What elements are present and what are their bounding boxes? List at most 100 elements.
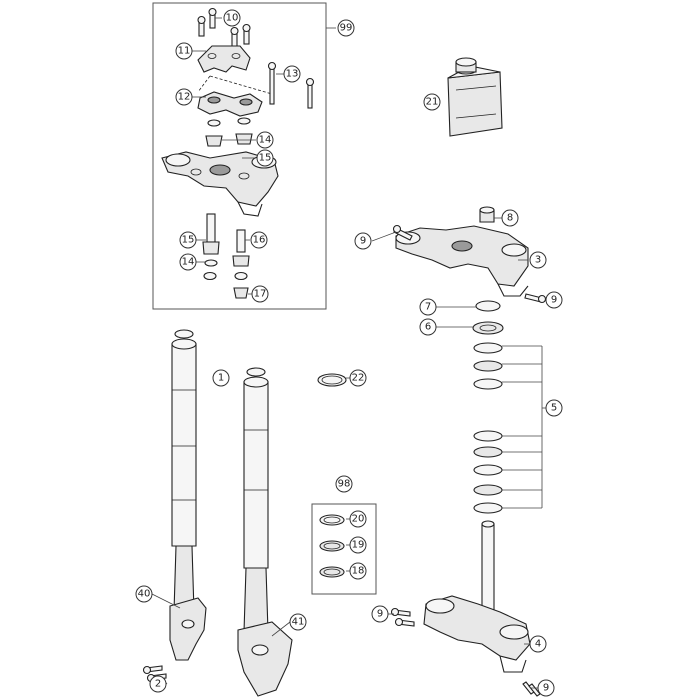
damper-14-right (235, 133, 253, 145)
callout-number: 18 (352, 566, 365, 577)
callout-number: 98 (338, 479, 351, 490)
damper-14-left (205, 135, 223, 147)
callout-number: 12 (178, 92, 191, 103)
callout-bubble (212, 369, 230, 387)
callout-98: 98 (335, 475, 353, 493)
callout-bubble (335, 475, 353, 493)
kit-98-frame (311, 503, 377, 595)
callout-bubble (349, 510, 367, 528)
callout-number: 10 (226, 13, 239, 24)
washer-lower-right (234, 271, 248, 281)
callout-6: 6 (419, 318, 437, 336)
fork-leg-left (169, 329, 207, 661)
callout-41: 41 (289, 613, 307, 631)
callout-bubble (179, 253, 197, 271)
callout-8: 8 (501, 209, 519, 227)
callout-11: 11 (175, 42, 193, 60)
bolt-13-set (267, 61, 315, 109)
callout-bubble (529, 251, 547, 269)
callout-bubble (223, 9, 241, 27)
seal-20 (319, 514, 345, 526)
callout-number: 7 (425, 302, 431, 313)
callout-number: 5 (551, 403, 557, 414)
callout-number: 14 (182, 257, 195, 268)
callout-number: 13 (286, 69, 299, 80)
callout-20: 20 (349, 510, 367, 528)
handlebar-riser-12 (197, 91, 263, 117)
callout-number: 15 (259, 153, 272, 164)
callout-bubble (537, 679, 555, 697)
callout-number: 8 (507, 213, 513, 224)
leader-lines (151, 17, 548, 689)
washer-6 (472, 321, 504, 335)
callout-9: 9 (537, 679, 555, 697)
callout-bubble (349, 536, 367, 554)
washer-upper-right (237, 117, 251, 125)
callout-bubble (354, 232, 372, 250)
washer-14-lower (204, 259, 218, 267)
bolt-9-upper-right (524, 293, 547, 304)
callout-bubble (175, 42, 193, 60)
callout-number: 16 (253, 235, 266, 246)
callout-number: 41 (292, 617, 305, 628)
callout-bubble (371, 605, 389, 623)
callout-21: 21 (423, 93, 441, 111)
callout-bubble (529, 635, 547, 653)
callout-4: 4 (529, 635, 547, 653)
callout-bubble (423, 93, 441, 111)
callout-number: 40 (138, 589, 151, 600)
callout-12: 12 (175, 88, 193, 106)
nut-17 (233, 287, 249, 299)
callout-number: 20 (352, 514, 365, 525)
kit-99-frame (152, 2, 327, 310)
callout-2: 2 (149, 675, 167, 693)
callout-number: 9 (360, 236, 366, 247)
callout-bubble (149, 675, 167, 693)
callout-14: 14 (179, 253, 197, 271)
callout-bubble (256, 149, 274, 167)
callout-bubble (419, 298, 437, 316)
fork-leg-right (237, 367, 293, 697)
callout-number: 21 (426, 97, 439, 108)
callout-13: 13 (283, 65, 301, 83)
callout-3: 3 (529, 251, 547, 269)
callout-number: 2 (155, 679, 161, 690)
nut-lower-left (203, 271, 217, 281)
nut-7 (475, 300, 501, 312)
callout-bubble (283, 65, 301, 83)
callout-number: 3 (535, 255, 541, 266)
callout-9: 9 (354, 232, 372, 250)
callout-number: 1 (218, 373, 224, 384)
damper-lower-right (232, 255, 250, 267)
callout-number: 11 (178, 46, 191, 57)
callout-number: 6 (425, 322, 431, 333)
callout-bubble (135, 585, 153, 603)
callout-17: 17 (251, 285, 269, 303)
callout-bubble (256, 131, 274, 149)
callout-number: 15 (182, 235, 195, 246)
callout-number: 22 (352, 373, 365, 384)
callout-bubble (250, 231, 268, 249)
pin-16 (236, 229, 246, 253)
bolt-10-set (197, 7, 251, 48)
pin-left (206, 213, 216, 243)
callout-number: 9 (377, 609, 383, 620)
callout-bubble (179, 231, 197, 249)
callout-bubble (349, 562, 367, 580)
callout-bubble (545, 291, 563, 309)
bolt-9-lower-left (390, 607, 415, 627)
callout-99: 99 (337, 19, 355, 37)
washer-upper-left (207, 119, 221, 127)
oil-bottle-21 (447, 57, 503, 137)
callout-number: 19 (352, 540, 365, 551)
callout-bubble (289, 613, 307, 631)
callout-number: 4 (535, 639, 541, 650)
callout-bubble (419, 318, 437, 336)
callout-bubble (501, 209, 519, 227)
callout-1: 1 (212, 369, 230, 387)
callout-22: 22 (349, 369, 367, 387)
callout-number: 17 (254, 289, 267, 300)
